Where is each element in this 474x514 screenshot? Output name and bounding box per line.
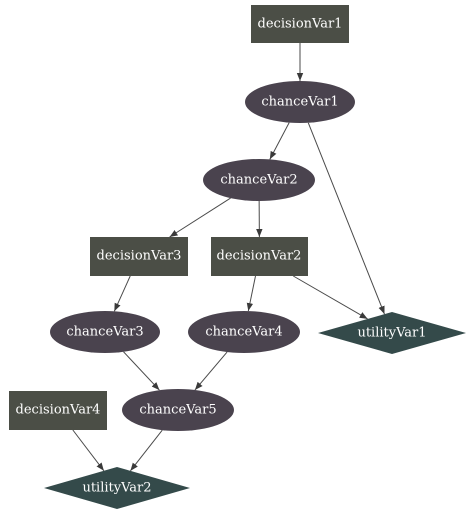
node-decisionVar3[interactable]: decisionVar3 — [90, 237, 188, 276]
node-label: utilityVar2 — [82, 481, 151, 496]
edge-decisionVar2-to-chanceVar4 — [246, 275, 256, 312]
nodes-layer: decisionVar1 chanceVar1 chanceVar2 decis… — [9, 5, 466, 509]
node-label: chanceVar3 — [66, 325, 143, 340]
node-label: decisionVar1 — [258, 17, 343, 32]
decision-node-box — [90, 237, 188, 276]
edge-chanceVar3-to-chanceVar5 — [123, 351, 160, 391]
edge-decisionVar2-to-utilityVar1 — [293, 275, 368, 320]
edge-chanceVar4-to-chanceVar5 — [194, 351, 228, 391]
node-label: decisionVar3 — [97, 249, 182, 264]
edge-decisionVar4-to-utilityVar2 — [72, 429, 105, 472]
utility-node-diamond — [44, 467, 190, 509]
node-decisionVar4[interactable]: decisionVar4 — [9, 391, 107, 430]
node-decisionVar2[interactable]: decisionVar2 — [211, 237, 308, 276]
chance-node-ellipse — [203, 159, 315, 201]
node-utilityVar1[interactable]: utilityVar1 — [318, 312, 466, 354]
edge-decisionVar3-to-chanceVar3 — [113, 275, 131, 312]
edge-chanceVar1-to-utilityVar1 — [307, 122, 385, 315]
node-label: decisionVar4 — [16, 403, 101, 418]
node-chanceVar3[interactable]: chanceVar3 — [50, 311, 160, 353]
node-label: utilityVar1 — [357, 326, 426, 341]
chance-node-ellipse — [122, 389, 234, 431]
decision-node-box — [251, 5, 349, 43]
node-label: decisionVar2 — [217, 249, 302, 264]
node-label: chanceVar5 — [139, 403, 216, 418]
chance-node-ellipse — [188, 311, 300, 353]
decision-node-box — [211, 237, 308, 276]
edges-layer — [72, 43, 385, 472]
node-chanceVar2[interactable]: chanceVar2 — [203, 159, 315, 201]
edge-chanceVar1-to-chanceVar2 — [269, 122, 290, 160]
node-utilityVar2[interactable]: utilityVar2 — [44, 467, 190, 509]
node-label: chanceVar2 — [220, 173, 297, 188]
decision-node-box — [9, 391, 107, 430]
node-chanceVar1[interactable]: chanceVar1 — [245, 81, 355, 123]
node-decisionVar1[interactable]: decisionVar1 — [251, 5, 349, 43]
node-label: chanceVar4 — [205, 325, 282, 340]
utility-node-diamond — [318, 312, 466, 354]
edge-chanceVar2-to-decisionVar3 — [169, 197, 231, 238]
chance-node-ellipse — [245, 81, 355, 123]
node-chanceVar4[interactable]: chanceVar4 — [188, 311, 300, 353]
edge-chanceVar5-to-utilityVar2 — [130, 429, 163, 472]
node-label: chanceVar1 — [261, 95, 338, 110]
node-chanceVar5[interactable]: chanceVar5 — [122, 389, 234, 431]
chance-node-ellipse — [50, 311, 160, 353]
